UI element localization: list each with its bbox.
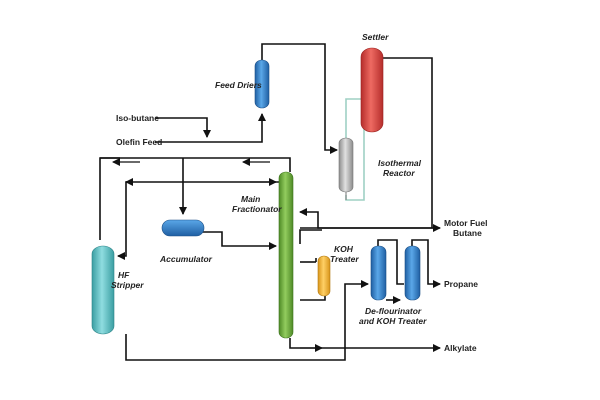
label-reactor: Reactor — [383, 168, 415, 178]
label-koh-treater-2: and KOH Treater — [359, 316, 427, 326]
accumulator-vessel — [161, 219, 205, 237]
feed-driers-vessel — [254, 59, 270, 109]
label-defluorinator: De-flourinator — [365, 306, 422, 316]
pipe-alkylate — [289, 338, 441, 352]
pipe-propane — [411, 239, 441, 288]
isothermal-reactor-vessel — [338, 137, 354, 200]
label-isothermal: Isothermal — [378, 158, 422, 168]
pipe-hf-bottom — [125, 334, 346, 361]
pipe-to-defluorinator — [344, 280, 369, 352]
pipe-defluor-link — [377, 239, 404, 285]
label-main: Main — [241, 194, 260, 204]
settler-vessel — [360, 47, 384, 133]
pipe-network — [99, 43, 441, 361]
pipe-koh-out — [300, 296, 326, 301]
label-alkylate: Alkylate — [444, 343, 477, 353]
pipe-accumulator-return — [200, 231, 277, 250]
label-feed-driers: Feed Driers — [215, 80, 262, 90]
label-hf: HF — [118, 270, 130, 280]
pipe-iso-butane — [155, 117, 211, 138]
label-settler: Settler — [362, 32, 389, 42]
koh-treater-vessel — [317, 255, 331, 297]
label-stripper: Stripper — [111, 280, 144, 290]
label-accumulator: Accumulator — [159, 254, 213, 264]
pipe-olefin-feed — [155, 113, 266, 143]
pipe-feed-to-reactor — [261, 43, 338, 154]
hf-stripper-vessel — [91, 245, 115, 335]
label-iso-butane: Iso-butane — [116, 113, 159, 123]
label-koh: KOH — [334, 244, 354, 254]
label-treater: Treater — [330, 254, 359, 264]
label-olefin-feed: Olefin Feed — [116, 137, 162, 147]
label-motor-fuel: Motor Fuel — [444, 218, 487, 228]
pipe-fractionator-side — [299, 229, 322, 244]
pipe-recycle-top — [99, 157, 291, 240]
label-butane: Butane — [453, 228, 482, 238]
main-fractionator-vessel — [278, 171, 294, 339]
label-fractionator: Fractionator — [232, 204, 282, 214]
defluorinator-vessel-1 — [370, 245, 387, 301]
label-propane: Propane — [444, 279, 478, 289]
defluorinator-vessel-2 — [404, 245, 421, 301]
pipe-to-hf-stripper — [117, 181, 282, 260]
